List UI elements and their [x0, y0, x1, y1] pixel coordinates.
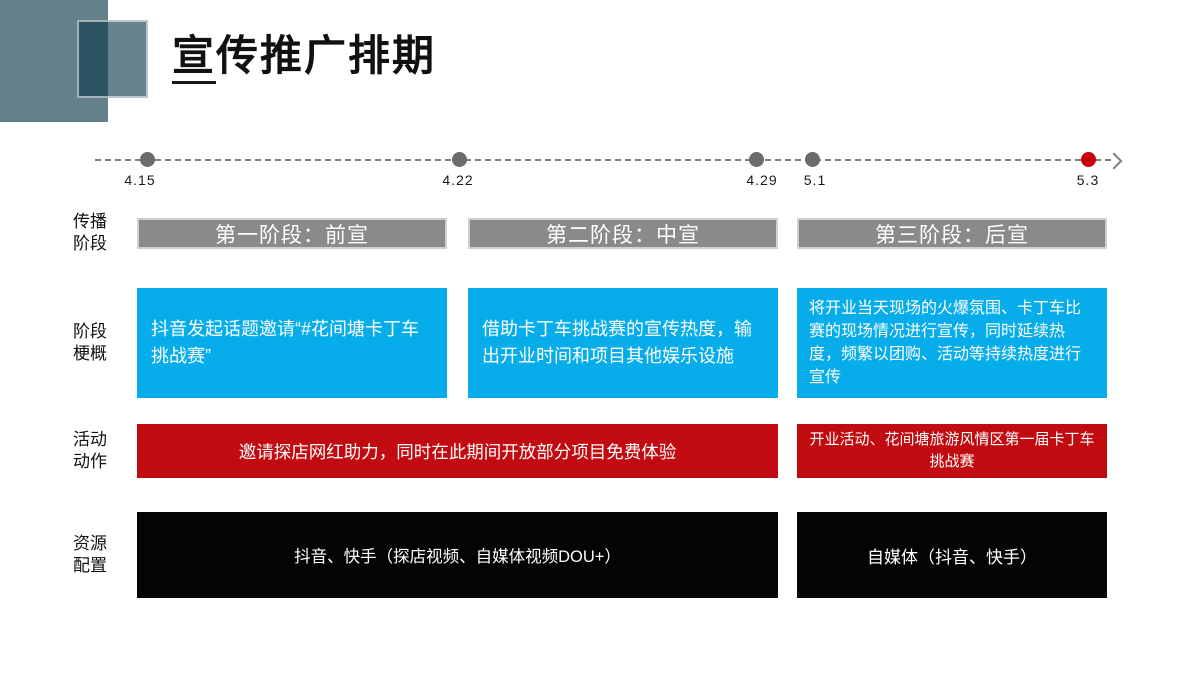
action-box-1: 邀请探店网红助力，同时在此期间开放部分项目免费体验: [137, 424, 778, 478]
row-label-line: 活动: [73, 430, 107, 449]
timeline-date-label: 4.22: [442, 172, 474, 188]
timeline-date-label: 5.3: [1076, 172, 1100, 188]
timeline-arrow-icon: [1105, 152, 1123, 170]
timeline-dashed-line: [95, 159, 1111, 161]
title-rest: 传推广排期: [216, 32, 437, 79]
row-label-phase-summary: 阶段 梗概: [58, 321, 122, 365]
timeline-date-label: 4.29: [746, 172, 778, 188]
row-label-line: 动作: [73, 452, 107, 472]
row-label-line: 传播: [73, 212, 107, 231]
phase-summary-2: 借助卡丁车挑战赛的宣传热度，输出开业时间和项目其他娱乐设施: [468, 288, 778, 398]
row-label-activity-actions: 活动 动作: [58, 429, 122, 473]
timeline-dot-4-15: [140, 152, 155, 167]
resource-box-1: 抖音、快手（探店视频、自媒体视频DOU+）: [137, 512, 778, 598]
phase-header-2: 第二阶段：中宣: [468, 218, 778, 249]
timeline-dot-5-3: [1081, 152, 1096, 167]
timeline-dot-4-22: [452, 152, 467, 167]
decoration-square-small: [77, 20, 148, 98]
phase-summary-3: 将开业当天现场的火爆氛围、卡丁车比赛的现场情况进行宣传，同时延续热度，频繁以团购…: [797, 288, 1107, 398]
row-label-line: 资源: [73, 534, 107, 553]
row-label-resource-allocation: 资源 配置: [58, 533, 122, 577]
phase-summary-1: 抖音发起话题邀请“#花间塘卡丁车挑战赛”: [137, 288, 447, 398]
timeline-date-label: 4.15: [124, 172, 156, 188]
row-label-line: 配置: [73, 556, 107, 576]
row-label-line: 阶段: [73, 322, 107, 341]
phase-header-1: 第一阶段：前宣: [137, 218, 447, 249]
timeline-date-label: 5.1: [803, 172, 827, 188]
page-title: 宣传推广排期: [172, 22, 437, 84]
phase-header-3: 第三阶段：后宣: [797, 218, 1107, 249]
row-label-line: 梗概: [73, 344, 107, 364]
title-underlined-char: 宣: [172, 32, 217, 84]
action-box-2: 开业活动、花间塘旅游风情区第一届卡丁车挑战赛: [797, 424, 1107, 478]
row-label-communication-phase: 传播 阶段: [58, 211, 122, 255]
row-label-line: 阶段: [73, 234, 107, 254]
resource-box-2: 自媒体（抖音、快手）: [797, 512, 1107, 598]
timeline-dot-4-29: [749, 152, 764, 167]
timeline-dot-5-1: [805, 152, 820, 167]
